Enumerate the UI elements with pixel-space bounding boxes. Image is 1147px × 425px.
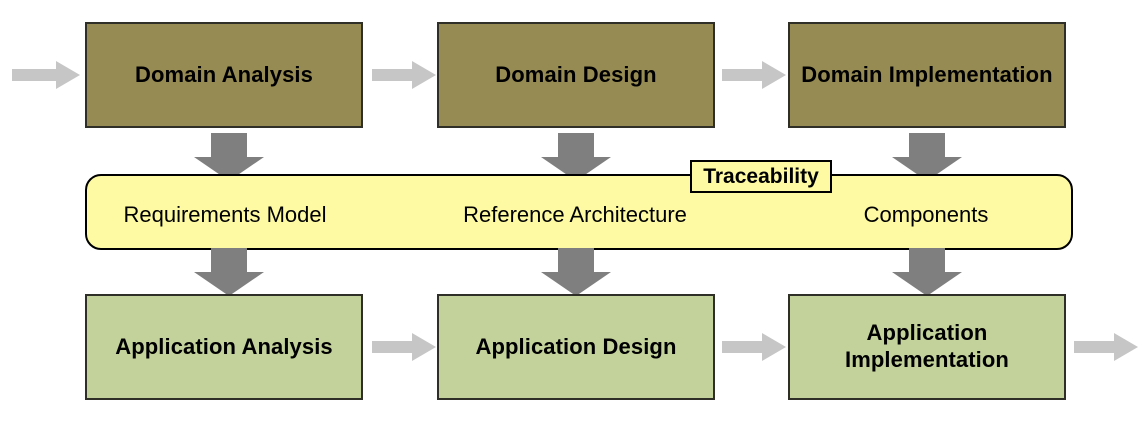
artifact-reference-architecture-label: Reference Architecture — [463, 202, 687, 227]
domain-entry-arrow-icon — [12, 60, 80, 90]
artifact-requirements-model-label: Requirements Model — [123, 202, 327, 227]
domain-analysis-to-band-arrow-icon — [194, 133, 264, 181]
application-analysis-to-design-arrow-icon — [372, 332, 436, 362]
domain-implementation-label: Domain Implementation — [801, 61, 1053, 87]
domain-design-to-implementation-arrow-icon — [722, 60, 786, 90]
application-exit-arrow-icon — [1074, 332, 1138, 362]
traceability-tag[interactable]: Traceability — [690, 160, 832, 193]
domain-design-label: Domain Design — [495, 61, 657, 87]
application-design-to-implementation-arrow-icon — [722, 332, 786, 362]
band-to-application-design-arrow-icon — [541, 248, 611, 296]
domain-design-to-band-arrow-icon — [541, 133, 611, 181]
domain-design-box[interactable]: Domain Design — [437, 22, 715, 128]
application-analysis-box[interactable]: Application Analysis — [85, 294, 363, 400]
application-design-box[interactable]: Application Design — [437, 294, 715, 400]
application-implementation-box[interactable]: Application Implementation — [788, 294, 1066, 400]
application-implementation-label: Application Implementation — [845, 320, 1009, 372]
application-analysis-label: Application Analysis — [115, 333, 333, 359]
application-design-label: Application Design — [475, 333, 677, 359]
band-to-application-analysis-arrow-icon — [194, 248, 264, 296]
domain-analysis-box[interactable]: Domain Analysis — [85, 22, 363, 128]
artifact-components-label: Components — [863, 202, 989, 227]
domain-implementation-to-band-arrow-icon — [892, 133, 962, 181]
traceability-tag-label: Traceability — [703, 164, 819, 188]
domain-analysis-to-design-arrow-icon — [372, 60, 436, 90]
domain-implementation-box[interactable]: Domain Implementation — [788, 22, 1066, 128]
band-to-application-implementation-arrow-icon — [892, 248, 962, 296]
domain-analysis-label: Domain Analysis — [135, 61, 313, 87]
